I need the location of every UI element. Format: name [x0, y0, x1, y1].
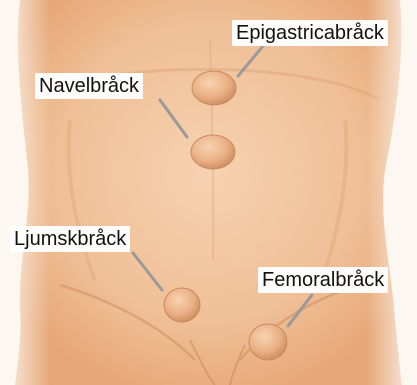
- umbilical-hernia-bulge: [191, 135, 235, 169]
- label-epigastric-hernia: Epigastricabråck: [232, 20, 388, 46]
- label-umbilical-hernia: Navelbråck: [35, 73, 143, 99]
- epigastric-hernia-bulge: [192, 71, 236, 105]
- label-inguinal-hernia: Ljumskbråck: [10, 226, 130, 252]
- label-femoral-hernia: Femoralbråck: [258, 267, 388, 293]
- inguinal-hernia-bulge: [164, 288, 200, 322]
- femoral-hernia-bulge: [249, 324, 287, 360]
